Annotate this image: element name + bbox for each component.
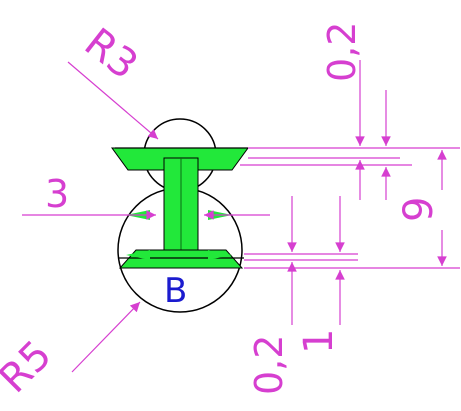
section-label-b: B bbox=[164, 271, 187, 311]
step-label: 1 bbox=[296, 329, 342, 354]
gap-bottom-label: 0,2 bbox=[247, 335, 291, 395]
gap-top-label: 0,2 bbox=[320, 22, 364, 82]
height-label: 9 bbox=[396, 197, 442, 222]
width-label: 3 bbox=[45, 172, 69, 216]
radius-bottom-label: R5 bbox=[0, 332, 61, 402]
dimension-lines bbox=[22, 60, 460, 373]
i-section-profile bbox=[111, 147, 249, 269]
